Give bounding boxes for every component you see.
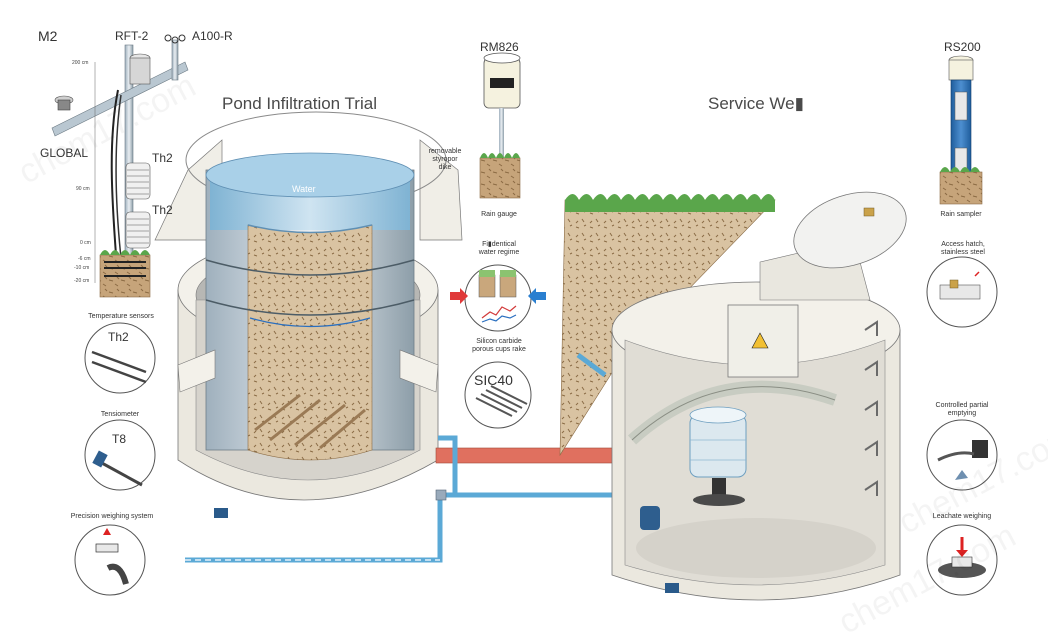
emptying-inset xyxy=(926,419,998,491)
hatch-caption: Access hatch,stainless steel xyxy=(941,241,985,256)
rain-gauge-caption: Rain gauge xyxy=(481,211,517,218)
service-well xyxy=(559,191,907,601)
temperature-shield-upper xyxy=(125,162,151,200)
rain-sampler xyxy=(939,55,983,205)
rft-label: RFT-2 xyxy=(115,29,149,43)
temperature-caption: Temperature sensors xyxy=(88,313,154,320)
scale-90: 90 cm xyxy=(76,186,90,192)
scale-m6: -6 cm xyxy=(78,256,91,262)
global-label: GLOBAL xyxy=(40,146,89,160)
weighing-caption: Precision weighing system xyxy=(70,513,154,520)
th2-upper-label: Th2 xyxy=(152,151,173,165)
anemometer-label: A100-R xyxy=(192,29,233,43)
tensiometer-model: T8 xyxy=(112,432,127,446)
th2-lower-label: Th2 xyxy=(152,203,173,217)
scale-m20: -20 cm xyxy=(74,278,90,284)
temperature-model: Th2 xyxy=(108,330,129,344)
rain-gauge xyxy=(479,52,521,199)
temperature-inset xyxy=(84,322,156,394)
scale-200: 200 cm xyxy=(72,60,89,66)
rain-gauge-model: RM826 xyxy=(480,40,519,54)
station-label: M2 xyxy=(38,28,58,44)
weighing-inset xyxy=(74,524,146,596)
tensiometer-inset xyxy=(84,419,156,491)
soil-block xyxy=(99,250,151,298)
scale-m10: -10 cm xyxy=(74,265,90,271)
leachate-inset xyxy=(926,524,998,596)
hatch-inset xyxy=(926,256,998,328)
scale-0: 0 cm xyxy=(80,240,91,246)
weather-mast xyxy=(51,34,189,298)
sic-model: SIC40 xyxy=(474,372,513,388)
leachate-caption: Leachate weighing xyxy=(932,513,992,520)
well-title: Service We▮ xyxy=(708,94,804,113)
temperature-shield-lower xyxy=(125,211,151,249)
tensiometer-caption: Tensiometer xyxy=(100,411,140,418)
water-regime-inset xyxy=(450,264,546,332)
rain-sampler-model: RS200 xyxy=(944,40,981,54)
water-label: Water xyxy=(292,184,316,194)
pond-lysimeter xyxy=(154,111,463,518)
sic40-inset xyxy=(464,361,532,429)
rain-sampler-caption: Rain sampler xyxy=(940,211,982,218)
pond-title: Pond Infiltration Trial xyxy=(222,94,377,113)
